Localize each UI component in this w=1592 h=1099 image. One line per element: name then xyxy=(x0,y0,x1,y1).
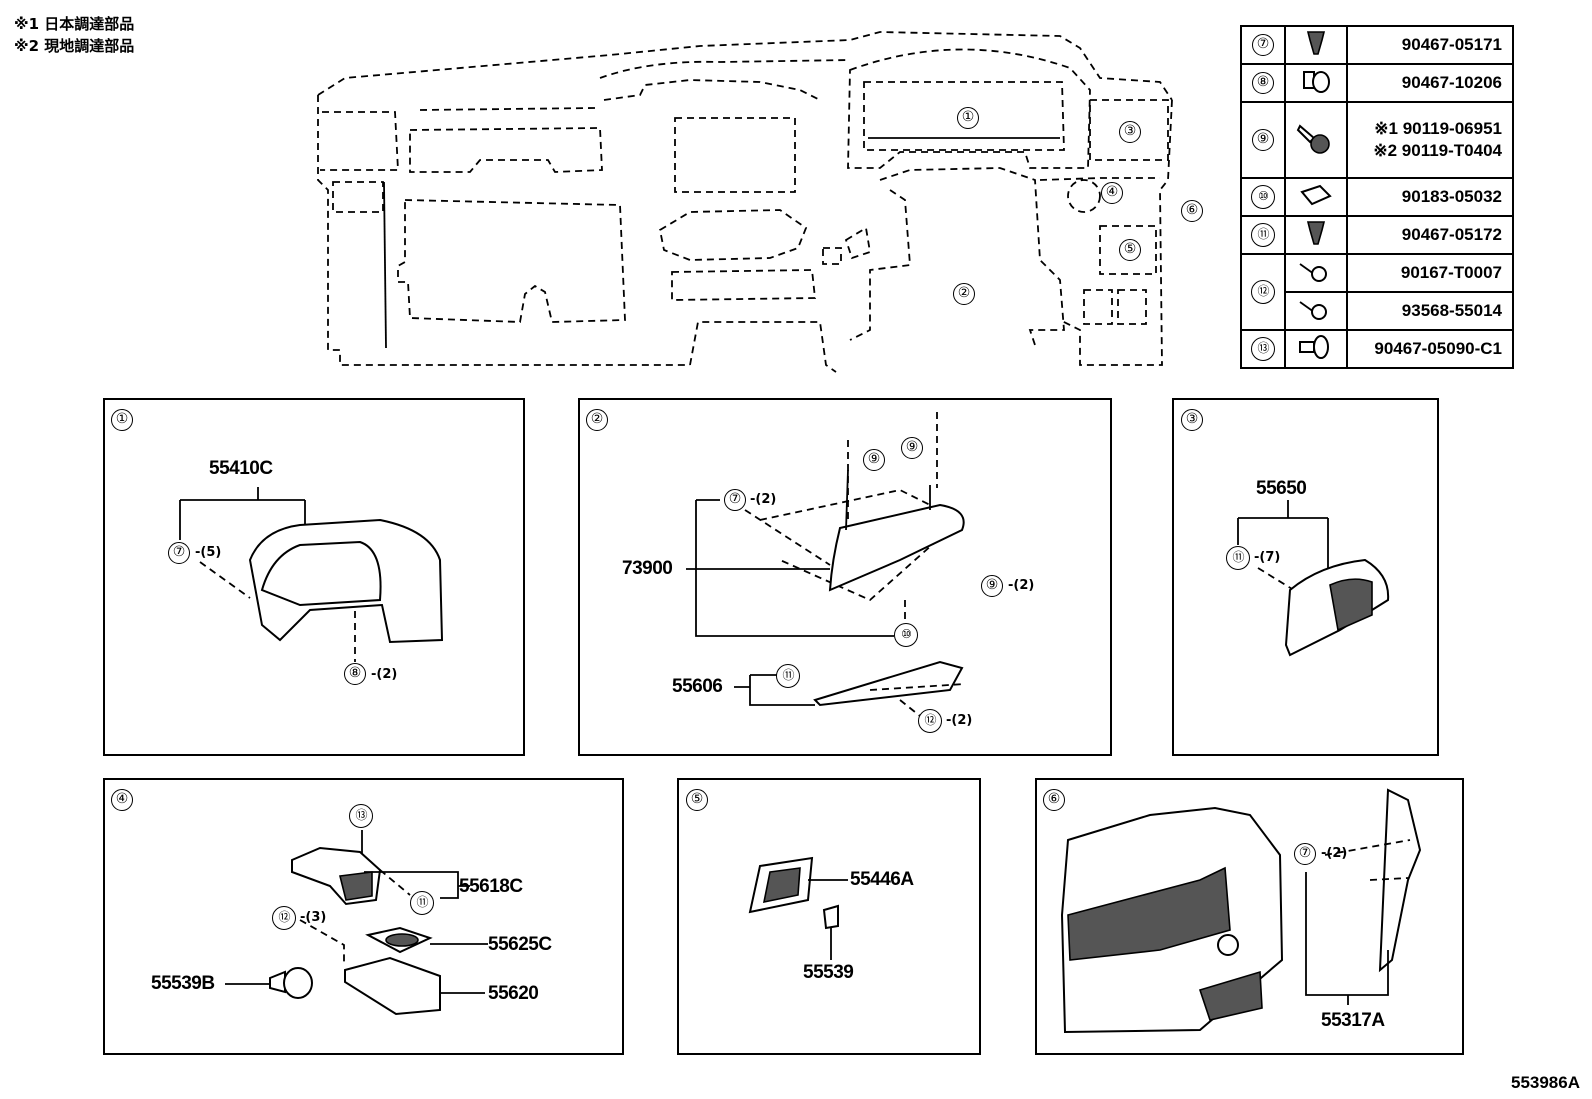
fastener-ref: ⑪ xyxy=(1251,223,1275,247)
overview-ref-3: ③ xyxy=(1119,121,1141,143)
panel-3-callout-11: ⑪ xyxy=(1226,546,1250,570)
push-rivet-icon xyxy=(1303,70,1330,93)
panel-2-callout-9a: ⑨ xyxy=(901,437,923,459)
panel-6-ref: ⑥ xyxy=(1043,789,1065,811)
panel-4-part-number-55625C: 55625C xyxy=(488,934,552,955)
detail-panel-3 xyxy=(1172,398,1439,756)
detail-panel-5 xyxy=(677,778,981,1055)
fastener-row: 93568-55014 xyxy=(1241,291,1514,331)
fastener-row: ⑩ 90183-05032 xyxy=(1240,177,1514,217)
panel-1-qty-7: -(5) xyxy=(195,545,222,560)
panel-4-ref: ④ xyxy=(111,789,133,811)
panel-2-callout-12: ⑫ xyxy=(918,709,942,733)
overview-ref-4: ④ xyxy=(1101,182,1123,204)
fastener-part-number: ※2 90119-T0404 xyxy=(1373,141,1502,160)
fastener-ref: ⑧ xyxy=(1252,72,1274,94)
panel-2-ref: ② xyxy=(586,409,608,431)
panel-4-part-number-55618C: 55618C xyxy=(459,876,523,897)
panel-2-callout-9c: ⑨ xyxy=(981,575,1003,597)
fastener-ref: ⑩ xyxy=(1251,185,1275,209)
panel-4-callout-12: ⑫ xyxy=(272,906,296,930)
panel-6-part-number: 55317A xyxy=(1321,1010,1385,1031)
panel-2-part-number-73900: 73900 xyxy=(622,558,673,579)
fastener-row: ⑫ 90167-T0007 xyxy=(1240,253,1514,331)
panel-4-callout-11: ⑪ xyxy=(410,891,434,915)
panel-6-callout-7: ⑦ xyxy=(1294,843,1316,865)
fastener-row: ⑦ 90467-05171 xyxy=(1240,25,1514,65)
fastener-row: ⑬ 90467-05090-C1 xyxy=(1240,329,1514,369)
fastener-part-number: 90167-T0007 xyxy=(1346,253,1514,293)
panel-3-qty-11: -(7) xyxy=(1254,550,1281,565)
panel-1-qty-8: -(2) xyxy=(371,667,398,682)
detail-panel-2 xyxy=(578,398,1112,756)
panel-1-ref: ① xyxy=(111,409,133,431)
overview-ref-1: ① xyxy=(957,107,979,129)
panel-5-part-number-55539: 55539 xyxy=(803,962,854,983)
push-rivet-icon xyxy=(1299,334,1329,359)
panel-2-callout-7: ⑦ xyxy=(724,489,746,511)
clip-icon xyxy=(1306,30,1326,55)
note-japan-sourced: ※1 日本調達部品 xyxy=(14,15,135,33)
fastener-part-number: ※1 90119-06951 xyxy=(1374,119,1502,138)
panel-1-callout-7: ⑦ xyxy=(168,542,190,564)
fastener-part-number: 90467-05172 xyxy=(1346,215,1514,255)
overview-ref-2: ② xyxy=(953,283,975,305)
panel-2-qty-9: -(2) xyxy=(1008,578,1035,593)
fastener-part-number: 90467-10206 xyxy=(1346,63,1514,103)
panel-2-callout-9b: ⑨ xyxy=(863,449,885,471)
panel-2-callout-10: ⑩ xyxy=(894,623,918,647)
note-local-sourced: ※2 現地調達部品 xyxy=(14,37,135,55)
panel-6-qty-7: -(2) xyxy=(1321,846,1348,861)
fastener-table: ⑦ 90467-05171 ⑧ 90467-10206 ⑨ ※1 90119-0… xyxy=(1240,25,1514,369)
overview-ref-6: ⑥ xyxy=(1181,200,1203,222)
detail-panel-4 xyxy=(103,778,624,1055)
figure-id: 553986A xyxy=(1510,1073,1580,1092)
panel-5-part-number-55446A: 55446A xyxy=(850,869,914,890)
panel-2-qty-12: -(2) xyxy=(946,713,973,728)
fastener-ref: ⑦ xyxy=(1252,34,1274,56)
fastener-part-number: 90467-05090-C1 xyxy=(1346,329,1514,369)
fastener-row: ⑨ ※1 90119-06951 ※2 90119-T0404 xyxy=(1240,101,1514,179)
panel-3-ref: ③ xyxy=(1181,409,1203,431)
detail-panel-6 xyxy=(1035,778,1464,1055)
fastener-ref: ⑬ xyxy=(1251,337,1275,361)
panel-2-callout-11: ⑪ xyxy=(776,664,800,688)
panel-2-part-number-55606: 55606 xyxy=(672,676,723,697)
screw-icon xyxy=(1299,262,1327,282)
screw-icon xyxy=(1299,300,1327,320)
panel-4-part-number-55539B: 55539B xyxy=(151,973,215,994)
panel-2-qty-7: -(2) xyxy=(750,492,777,507)
panel-4-qty-12: -(3) xyxy=(300,910,327,925)
clip-icon xyxy=(1306,220,1326,245)
fastener-part-number: 90467-05171 xyxy=(1346,25,1514,65)
detail-panel-1 xyxy=(103,398,525,756)
panel-4-callout-13: ⑬ xyxy=(349,804,373,828)
fastener-row: ⑧ 90467-10206 xyxy=(1240,63,1514,103)
fastener-part-number: 90183-05032 xyxy=(1346,177,1514,217)
nut-clip-icon xyxy=(1300,184,1332,205)
overview-ref-5: ⑤ xyxy=(1119,239,1141,261)
panel-4-part-number-55620: 55620 xyxy=(488,983,539,1004)
panel-1-callout-8: ⑧ xyxy=(344,663,366,685)
bolt-washer-icon xyxy=(1296,123,1330,154)
fastener-row: ⑪ 90467-05172 xyxy=(1240,215,1514,255)
panel-5-ref: ⑤ xyxy=(686,789,708,811)
panel-1-part-number: 55410C xyxy=(209,458,273,479)
panel-3-part-number: 55650 xyxy=(1256,478,1307,499)
fastener-ref: ⑫ xyxy=(1251,280,1275,304)
fastener-part-number: 93568-55014 xyxy=(1346,291,1514,331)
fastener-ref: ⑨ xyxy=(1252,129,1274,151)
